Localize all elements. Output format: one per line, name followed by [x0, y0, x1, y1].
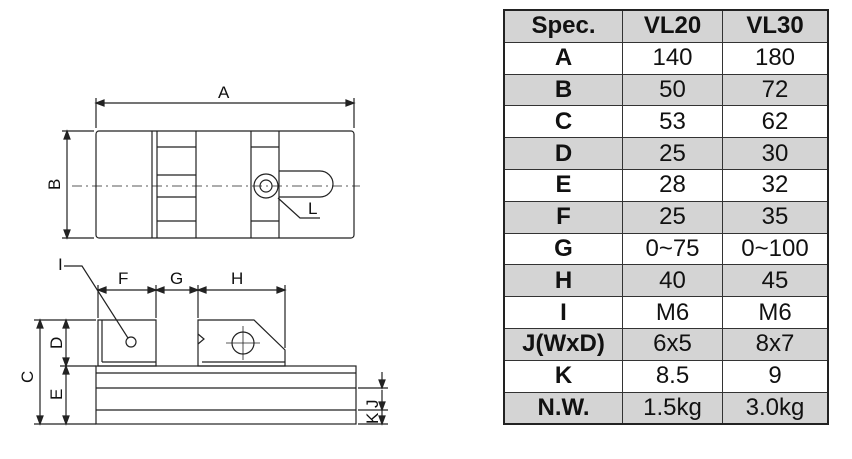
- spec-value-cell: 140: [622, 41, 723, 75]
- spec-value-cell: 40: [622, 264, 723, 298]
- dim-label-c: C: [18, 371, 37, 383]
- spec-label-cell: G: [503, 232, 623, 266]
- spec-value-cell: 45: [722, 264, 829, 298]
- spec-label-cell: K: [503, 359, 623, 393]
- spec-label-cell: A: [503, 41, 623, 75]
- header-cell: VL30: [722, 9, 829, 43]
- spec-label-cell: J(WxD): [503, 327, 623, 361]
- spec-value-cell: 25: [622, 200, 723, 234]
- dim-label-f: F: [118, 269, 128, 288]
- spec-label-cell: D: [503, 137, 623, 170]
- dim-label-l: L: [308, 199, 317, 218]
- spec-value-cell: 6x5: [622, 327, 723, 361]
- spec-value-cell: 72: [722, 73, 829, 107]
- header-cell: Spec.: [503, 9, 623, 43]
- spec-value-cell: M6: [622, 296, 723, 329]
- spec-value-cell: 50: [622, 73, 723, 107]
- dim-label-g: G: [170, 269, 183, 288]
- spec-value-cell: 53: [622, 105, 723, 139]
- spec-value-cell: 62: [722, 105, 829, 139]
- dim-label-h: H: [231, 269, 243, 288]
- base-plate: [95, 365, 357, 425]
- movable-jaw: [197, 319, 286, 367]
- dim-label-i: I: [58, 255, 63, 274]
- dim-label-d: D: [47, 337, 66, 349]
- spec-label-cell: C: [503, 105, 623, 139]
- spec-value-cell: 25: [622, 137, 723, 170]
- header-cell: VL20: [622, 9, 723, 43]
- spec-value-cell: 180: [722, 41, 829, 75]
- spec-value-cell: 30: [722, 137, 829, 170]
- spec-value-cell: 0~100: [722, 232, 829, 266]
- vise-technical-drawing: A B L I F G H C D E K J: [18, 83, 388, 426]
- dim-label-k: K: [363, 412, 382, 424]
- spec-label-cell: F: [503, 200, 623, 234]
- spec-label-cell: I: [503, 296, 623, 329]
- fixed-jaw: [97, 319, 157, 367]
- top-view-body: [95, 130, 355, 239]
- spec-value-cell: 8.5: [622, 359, 723, 393]
- spec-value-cell: 32: [722, 168, 829, 202]
- dim-label-a: A: [218, 83, 230, 102]
- dim-label-e: E: [47, 389, 66, 400]
- spec-value-cell: 8x7: [722, 327, 829, 361]
- spec-label-cell: H: [503, 264, 623, 298]
- spec-label-cell: N.W.: [503, 391, 623, 425]
- spec-value-cell: 9: [722, 359, 829, 393]
- spec-label-cell: B: [503, 73, 623, 107]
- dim-label-j: J: [363, 400, 382, 409]
- dim-label-b: B: [45, 179, 64, 190]
- spec-value-cell: 0~75: [622, 232, 723, 266]
- spec-value-cell: 3.0kg: [722, 391, 829, 425]
- spec-value-cell: 35: [722, 200, 829, 234]
- spec-value-cell: M6: [722, 296, 829, 329]
- spec-value-cell: 1.5kg: [622, 391, 723, 425]
- spec-label-cell: E: [503, 168, 623, 202]
- spec-value-cell: 28: [622, 168, 723, 202]
